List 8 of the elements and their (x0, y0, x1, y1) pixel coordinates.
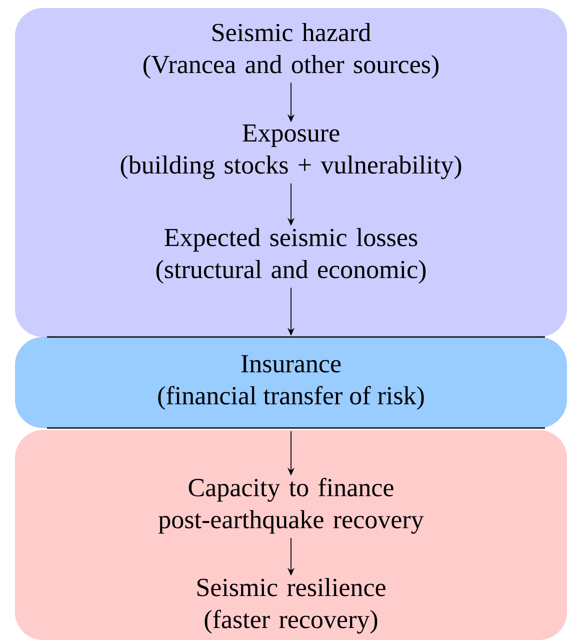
band (15, 8, 567, 337)
step-text: Exposure (building stocks + vulnerability) (120, 124, 462, 180)
step-text: Capacity to finance post-earthquake recovery (158, 478, 424, 534)
band (15, 430, 567, 640)
step-text: Seismic resilience (faster recovery) (197, 578, 386, 634)
insurance-band: Insurance (financial transfer of risk) (15, 337, 567, 428)
step-text: Expected seismic losses (structural and economic) (156, 228, 426, 284)
step-text: Seismic hazard (Vrancea and other sources) (144, 23, 438, 79)
